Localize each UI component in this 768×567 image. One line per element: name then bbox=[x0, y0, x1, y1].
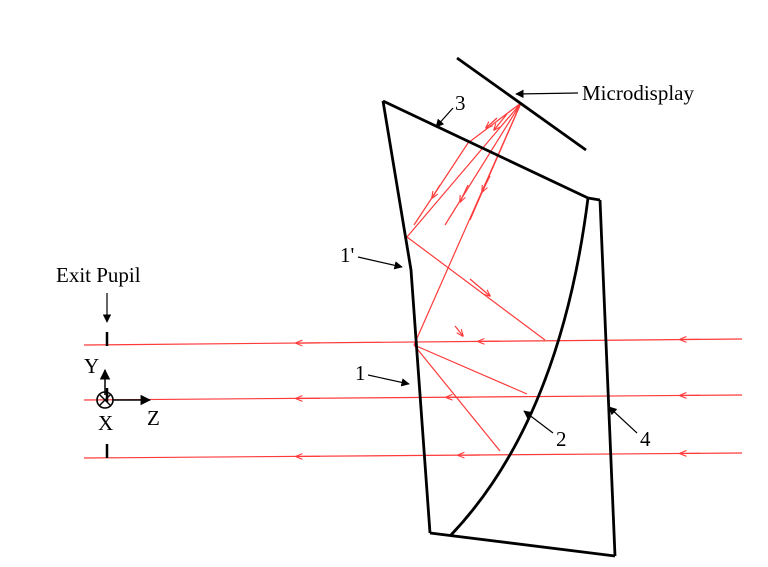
ray-top bbox=[83, 338, 743, 346]
axis-y-label: Y bbox=[84, 354, 99, 378]
surface-1-pointer bbox=[367, 374, 410, 387]
surface-4-pointer bbox=[608, 406, 638, 434]
exit-pupil-label: Exit Pupil bbox=[56, 263, 141, 287]
surface-1-prime-pointer bbox=[357, 256, 403, 270]
ray-middle bbox=[83, 394, 743, 401]
microdisplay-label: Microdisplay bbox=[582, 81, 694, 105]
ray-arrow bbox=[469, 278, 490, 296]
ray-display bbox=[406, 102, 522, 238]
leader-lines bbox=[102, 89, 638, 434]
ray-fold bbox=[413, 344, 528, 395]
prism-top-edge bbox=[587, 196, 601, 202]
surface-2 bbox=[449, 197, 590, 536]
axis-z-label: Z bbox=[147, 406, 160, 430]
ray-arrow bbox=[486, 117, 498, 128]
ray-display bbox=[467, 102, 522, 144]
surface-2-pointer bbox=[523, 410, 554, 434]
prism-outline bbox=[381, 99, 617, 558]
ray-fold bbox=[406, 236, 546, 341]
surface-3-label: 3 bbox=[455, 91, 466, 115]
surface-2-label: 2 bbox=[556, 427, 567, 451]
ray-arrow bbox=[482, 175, 491, 192]
ray-display bbox=[413, 142, 469, 226]
surface-4-label: 4 bbox=[640, 427, 651, 451]
surface-1-label: 1 bbox=[355, 361, 366, 385]
surface-3-pointer bbox=[435, 107, 454, 128]
ray-arrow bbox=[460, 184, 469, 202]
ray-arrow bbox=[494, 113, 508, 130]
ray-bottom bbox=[83, 452, 743, 459]
surface-1-prime-label: 1' bbox=[340, 243, 354, 267]
ray-arrow bbox=[432, 184, 441, 198]
prism-bottom-edge bbox=[429, 531, 616, 558]
surface-3 bbox=[382, 99, 589, 200]
ray-arrow bbox=[454, 325, 463, 336]
microdisplay bbox=[456, 56, 587, 152]
coordinate-axes bbox=[96, 368, 152, 409]
axis-x-label: X bbox=[98, 411, 113, 435]
ray-fold bbox=[413, 344, 501, 452]
ray-paths bbox=[83, 102, 743, 459]
x-axis-symbol bbox=[96, 391, 114, 409]
surface-4 bbox=[598, 199, 617, 557]
ray-display bbox=[469, 102, 522, 221]
ray-display bbox=[444, 102, 522, 226]
microdisplay-pointer bbox=[515, 89, 579, 99]
surface-1 bbox=[381, 100, 432, 534]
